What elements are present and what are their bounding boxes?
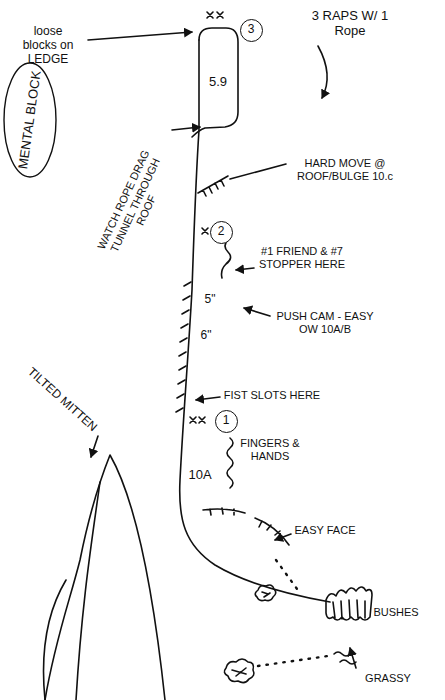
route-note: FIST SLOTS HERE: [224, 389, 320, 402]
pointer-arrow: [275, 534, 291, 540]
oval-outline: [4, 63, 56, 177]
pointer-arrow: [318, 46, 327, 98]
belay-number: 1: [223, 414, 230, 427]
roof-mark: [255, 518, 289, 545]
mitten-outline: [44, 580, 66, 700]
route-note: loose blocks on LEDGE: [16, 25, 80, 66]
pointer-arrow: [196, 397, 220, 400]
route-note: 3 RAPS W/ 1 Rope: [308, 9, 392, 39]
crack-squiggle: [222, 240, 231, 278]
route-note: PUSH CAM - EASY OW 10A/B: [273, 310, 378, 335]
route-note: 10A: [188, 468, 211, 483]
bolt-anchor: [202, 228, 208, 234]
pointer-arrow: [91, 436, 98, 457]
dotted-trail: [276, 560, 300, 593]
roof-mark: [198, 176, 228, 196]
bolt-anchor: [207, 12, 223, 18]
belay-circle: 2: [210, 221, 233, 244]
feature-oval: MENTAL BLOCK: [2, 61, 58, 179]
belay-circle: 1: [215, 410, 238, 433]
route-note: WATCH ROPE DRAG TUNNEL THROUGH ROOF: [92, 142, 178, 269]
bush-symbol: [255, 585, 276, 601]
route-note: FINGERS & HANDS: [239, 437, 301, 462]
offwidth-ticks: [176, 282, 191, 412]
route-note: BUSHES: [373, 606, 418, 619]
route-note: 5": [205, 293, 216, 307]
route-note: TILTED MITTEN: [25, 365, 100, 434]
bolt-anchor: [190, 417, 205, 423]
mitten-outline: [45, 455, 165, 700]
bush-symbol: [326, 587, 372, 620]
leader-line: [230, 164, 286, 179]
route-note: 6": [201, 329, 212, 343]
mitten-outline: [76, 482, 100, 700]
dotted-trail: [258, 656, 328, 666]
roof-mark: [203, 508, 245, 515]
route-note: 5.9: [209, 75, 227, 90]
pointer-arrow: [88, 32, 192, 40]
pointer-arrow: [244, 308, 270, 316]
pillar-outline: [192, 28, 238, 137]
pointer-arrow: [172, 127, 200, 130]
pointer-arrow: [236, 268, 254, 270]
route-note: EASY FACE: [295, 524, 356, 537]
crack-squiggle: [227, 438, 233, 488]
pointer-arrow: [350, 648, 356, 668]
route-note: #1 FRIEND & #7 STOPPER HERE: [252, 245, 352, 270]
belay-number: 2: [218, 225, 225, 238]
route-note: GRASSY: [365, 672, 411, 685]
bush-symbol: [224, 659, 254, 683]
belay-circle: 3: [240, 19, 263, 42]
route-note: HARD MOVE @ ROOF/BULGE 10.c: [289, 157, 401, 182]
belay-number: 3: [248, 23, 255, 36]
